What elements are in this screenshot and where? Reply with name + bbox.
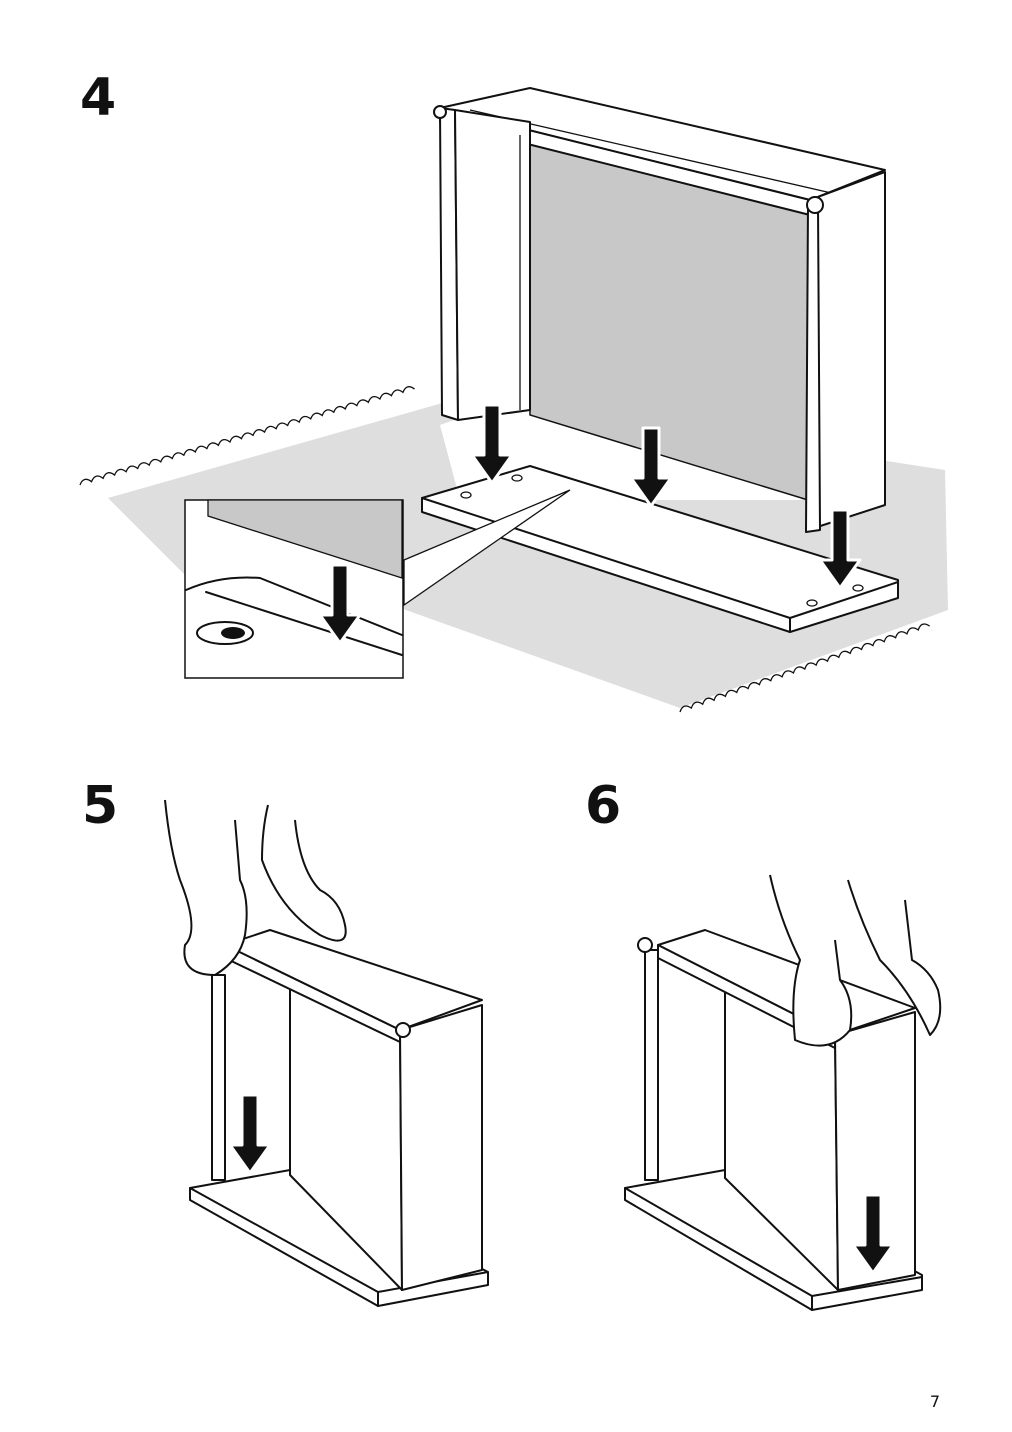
step-number-6: 6 bbox=[585, 776, 622, 836]
rug-icon bbox=[108, 398, 948, 708]
step5-illustration bbox=[164, 799, 489, 1307]
page-number: 7 bbox=[929, 1392, 940, 1411]
step-number-5: 5 bbox=[82, 776, 119, 836]
magnifier-inset bbox=[184, 499, 404, 679]
step-number-4: 4 bbox=[80, 68, 117, 128]
step4-illustration bbox=[79, 87, 948, 713]
hand-icon bbox=[769, 874, 942, 1047]
down-arrow-icon bbox=[228, 1093, 272, 1175]
step6-illustration bbox=[624, 874, 942, 1311]
hand-icon bbox=[164, 799, 347, 976]
